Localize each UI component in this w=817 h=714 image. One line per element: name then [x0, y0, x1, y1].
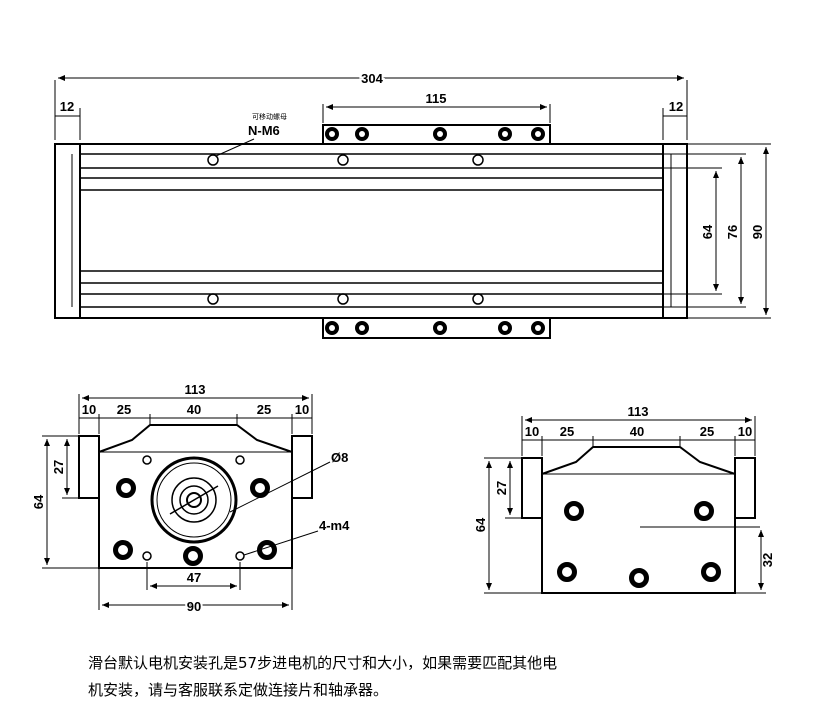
right-seg-10-right-dim: 10 — [738, 424, 752, 439]
right-tab — [291, 435, 313, 499]
top-plate-screw-icons — [325, 127, 545, 141]
left-seg-10-left-dim: 10 — [82, 402, 96, 417]
nut-hole-icon — [337, 293, 349, 305]
bottom-plate-screw-icons — [325, 321, 545, 335]
height-mid-dim: 76 — [725, 225, 740, 239]
height-inner-dim: 64 — [700, 224, 715, 239]
nut-label: N-M6 — [248, 123, 280, 138]
right-tab — [734, 457, 756, 519]
left-height-total-dim: 64 — [31, 494, 46, 509]
left-seg-25-left-dim: 25 — [117, 402, 131, 417]
right-lower-height-dim: 32 — [760, 553, 775, 567]
left-tab — [78, 435, 100, 499]
shaft-icon — [186, 492, 202, 508]
nut-hole-icon — [207, 293, 219, 305]
end-plate-body — [541, 446, 736, 594]
right-seg-25-left-dim: 25 — [560, 424, 574, 439]
top-view-dimensions — [54, 75, 771, 319]
left-width-total-dim: 113 — [185, 382, 206, 397]
nut-hole-icon — [472, 154, 484, 166]
caption-line-2: 机安装，请与客服联系定做连接片和轴承器。 — [88, 681, 389, 699]
left-seg-25-right-dim: 25 — [257, 402, 271, 417]
nut-hole-icons — [207, 154, 484, 305]
right-view-dimensions — [484, 416, 766, 594]
nut-note: 可移动螺母 — [252, 112, 287, 121]
bore-diameter-label: Ø8 — [331, 450, 348, 465]
m4-hole-icon — [142, 551, 152, 561]
nut-hole-icon — [472, 293, 484, 305]
motor-flange-icon — [150, 456, 238, 544]
caption-line-1: 滑台默认电机安装孔是57步进电机的尺寸和大小，如果需要匹配其他电 — [88, 654, 558, 672]
right-tab-height-dim: 27 — [494, 481, 509, 495]
caption: 滑台默认电机安装孔是57步进电机的尺寸和大小，如果需要匹配其他电 机安装，请与客… — [88, 650, 778, 704]
m4-hole-icon — [235, 551, 245, 561]
rail-body — [54, 143, 688, 319]
right-seg-40-dim: 40 — [630, 424, 644, 439]
top-view — [54, 124, 688, 339]
height-total-dim: 90 — [750, 225, 765, 239]
right-seg-25-right-dim: 25 — [700, 424, 714, 439]
end-block-left-dim: 12 — [60, 99, 74, 114]
right-height-total-dim: 64 — [473, 517, 488, 532]
base-width-dim: 90 — [187, 599, 201, 614]
left-end-view — [78, 424, 313, 569]
end-block-right-dim: 12 — [669, 99, 683, 114]
right-width-total-dim: 113 — [628, 404, 649, 419]
left-tab-height-dim: 27 — [51, 460, 66, 474]
left-seg-10-right-dim: 10 — [295, 402, 309, 417]
carriage-width-dim: 115 — [426, 91, 447, 106]
overall-length-dim: 304 — [361, 71, 383, 86]
left-seg-40-dim: 40 — [187, 402, 201, 417]
nut-hole-icon — [337, 154, 349, 166]
m4-hole-icons — [142, 455, 245, 561]
right-seg-10-left-dim: 10 — [525, 424, 539, 439]
motor-screw-icons — [113, 478, 277, 566]
left-view-dimensions — [42, 394, 331, 610]
hole-spacing-dim: 47 — [187, 570, 201, 585]
screw-spec-label: 4-m4 — [319, 518, 350, 533]
nut-hole-icon — [207, 154, 219, 166]
right-end-view — [521, 446, 760, 594]
m4-hole-icon — [142, 455, 152, 465]
m4-hole-icon — [235, 455, 245, 465]
left-tab — [521, 457, 543, 519]
bearing-icon — [171, 477, 217, 523]
end-plate-screw-icons — [557, 501, 721, 588]
